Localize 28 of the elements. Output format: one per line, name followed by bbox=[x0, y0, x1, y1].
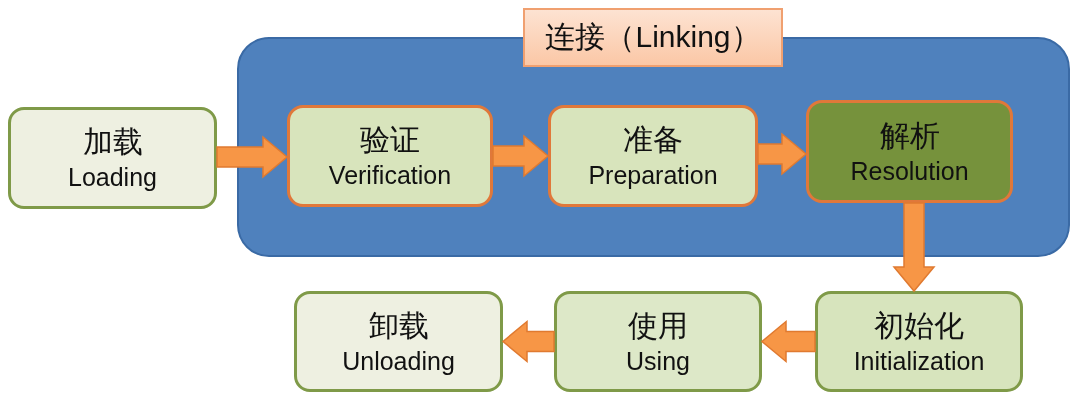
stage-name: 解析 bbox=[879, 117, 940, 154]
arrow bbox=[760, 319, 816, 364]
stage-translation: Verification bbox=[328, 160, 452, 191]
stage-name: 加载 bbox=[82, 124, 143, 160]
arrow bbox=[501, 319, 555, 364]
stage-translation: Initialization bbox=[853, 345, 985, 377]
stage-box bbox=[8, 107, 217, 209]
stage-name: 卸载 bbox=[368, 307, 429, 344]
stage-box bbox=[815, 291, 1023, 392]
stage-name: 使用 bbox=[628, 307, 688, 344]
stage-box bbox=[294, 291, 503, 392]
arrow bbox=[892, 202, 936, 293]
stage-name: 验证 bbox=[360, 122, 420, 158]
arrow bbox=[757, 132, 808, 176]
stage-box bbox=[806, 100, 1013, 203]
stage-box bbox=[554, 291, 762, 392]
stage-name: 初始化 bbox=[874, 307, 964, 344]
stage-box bbox=[287, 105, 493, 207]
stage-name: 准备 bbox=[623, 122, 683, 158]
stage-translation: Resolution bbox=[850, 155, 969, 187]
stage-translation: Loading bbox=[68, 162, 157, 193]
arrow bbox=[216, 135, 289, 179]
stage-box bbox=[548, 105, 758, 207]
stage-translation: Unloading bbox=[342, 345, 455, 377]
stage-translation: Preparation bbox=[588, 160, 718, 191]
arrow bbox=[492, 134, 550, 178]
group-title-tab: 连接（Linking） bbox=[523, 8, 783, 67]
stage-translation: Using bbox=[626, 345, 690, 377]
